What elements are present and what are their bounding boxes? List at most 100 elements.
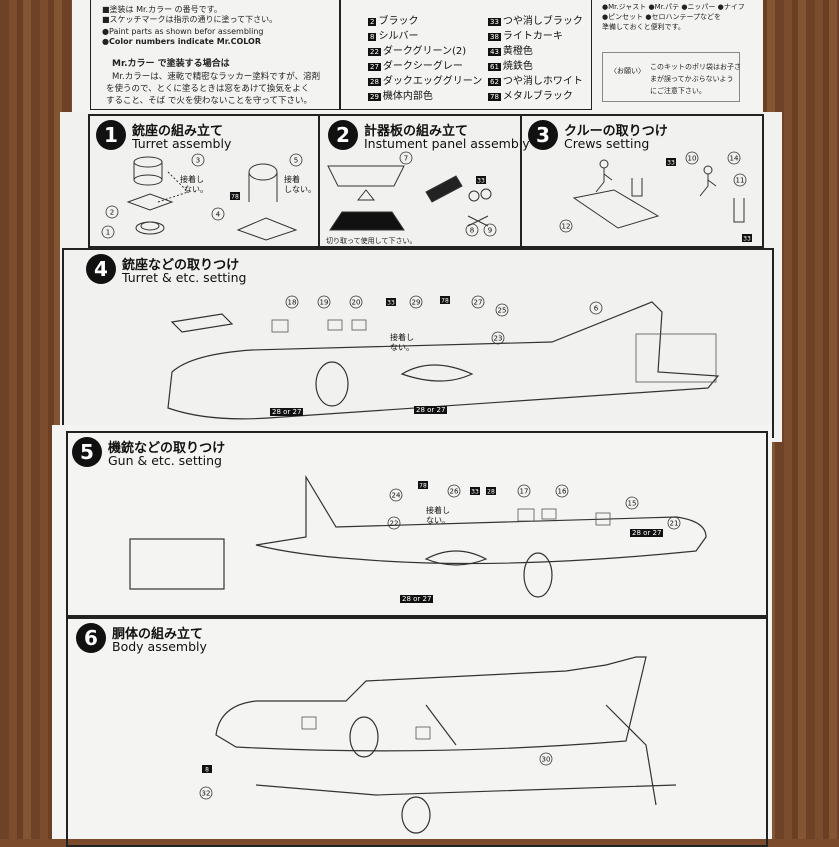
part-30-label: 30 [542, 756, 551, 764]
part-6-label: 6 [594, 305, 599, 313]
part-4-label: 4 [216, 211, 221, 219]
step-1-number: 1 [96, 120, 126, 150]
step-6-title-en: Body assembly [112, 639, 207, 654]
caution-line-1: このキットのポリ袋はお子さ [650, 63, 741, 71]
step-3-title-en: Crews setting [564, 136, 650, 151]
caution-title: 〈お願い〉 [610, 67, 645, 75]
color-tag-s4b: 28 or 27 [414, 406, 448, 414]
color-tag-s4a: 28 or 27 [270, 408, 304, 416]
glue-note-1b: ない。 [184, 185, 208, 194]
gun-setting-drawing: 24 22 26 17 16 15 21 78 33 28 接着し ない。 [129, 474, 707, 598]
part-11-label: 11 [736, 177, 745, 185]
part-78-label: 78 [231, 194, 239, 201]
part-16-label: 16 [558, 488, 567, 496]
part-1-label: 1 [106, 229, 110, 237]
instruction-sheet-bottom: 5 機銃などの取りつけ Gun & etc. setting 24 22 26 … [52, 425, 772, 847]
mrcolor-body-2: を使うので、とくに塗るときは窓をあけて換気をよく [106, 84, 310, 94]
step-2-number: 2 [328, 120, 358, 150]
step-4-title-en: Turret & etc. setting [122, 270, 247, 285]
step-6-number: 6 [76, 623, 106, 653]
step-2-title-jp: 計器板の組み立て [364, 124, 469, 139]
part-32-label: 32 [202, 790, 211, 798]
tools-line-2: ●ピンセット ●セロハンテープなどを [602, 13, 722, 21]
part-7-label: 7 [404, 155, 408, 163]
glue-note-1d: しない。 [284, 185, 316, 194]
note-line-2: ■スケッチマークは指示の通りに塗って下さい。 [102, 15, 278, 24]
note-line-4: ●Color numbers indicate Mr.COLOR [102, 37, 262, 46]
tools-line-3: 準備しておくと便利です。 [602, 23, 685, 31]
step-5-title-en: Gun & etc. setting [108, 453, 222, 468]
part-33a-label: 33 [667, 160, 675, 167]
step-3-number: 3 [528, 120, 558, 150]
part-22-label: 22 [390, 520, 399, 528]
step-1-title-jp: 銃座の組み立て [132, 124, 224, 139]
part-27-label: 27 [474, 299, 483, 307]
step-4-title-jp: 銃座などの取りつけ [122, 258, 240, 273]
mrcolor-title: Mr.カラー で塗装する場合は [112, 59, 230, 69]
caution-line-2: まが誤ってかぶらないよう [650, 75, 734, 83]
glue-note-1c: 接着 [284, 174, 300, 184]
part-12-label: 12 [562, 223, 571, 231]
part-33-label: 33 [477, 178, 485, 185]
tools-line-1: ●Mr.ジャスト ●Mr.パテ ●ニッパー ●ナイフ [602, 3, 745, 11]
part-2-label: 2 [110, 209, 114, 217]
part-18-label: 18 [288, 299, 297, 307]
part-10-label: 10 [688, 155, 697, 163]
glue-note-4b: ない。 [390, 343, 414, 352]
glue-note-5b: ない。 [426, 516, 450, 525]
paint-notes-box [90, 0, 340, 110]
part-24-label: 24 [392, 492, 401, 500]
color-chart-box [340, 0, 592, 110]
part-17-label: 17 [520, 488, 529, 496]
glue-note-5a: 接着し [426, 505, 450, 515]
mrcolor-body-3: すること、そば で火を使わないことを守って下さい。 [106, 96, 312, 106]
part-78-label-s4: 78 [441, 298, 449, 305]
color-tag-s5b: 28 or 27 [400, 595, 434, 603]
step-6-title-jp: 胴体の組み立て [112, 627, 204, 642]
step-2-title-en: Instument panel assembly [364, 136, 530, 151]
part-33-label-s4: 33 [387, 300, 395, 307]
instruction-sheet-middle: 1 銃座の組み立て Turret assembly 3 2 1 5 4 78 接… [60, 112, 782, 442]
part-33b-label: 33 [743, 236, 751, 243]
part-33-label-s5: 33 [471, 489, 479, 496]
step-3-title-jp: クルーの取りつけ [564, 124, 668, 139]
part-28-label-s5: 28 [487, 489, 495, 496]
part-15-label: 15 [628, 500, 637, 508]
part-78-label-s5: 78 [419, 483, 427, 490]
instruction-sheet-top: ■塗装は Mr.カラー の番号です。 ■スケッチマークは指示の通りに塗って下さい… [72, 0, 763, 118]
color-tag-s5a: 28 or 27 [630, 529, 664, 537]
caution-box [602, 52, 740, 102]
step-1-title-en: Turret assembly [132, 136, 232, 151]
instrument-panel-drawing: 7 8 9 33 [327, 151, 497, 237]
caution-line-3: にご注意下さい。 [650, 87, 706, 95]
step-3-panel [520, 114, 764, 248]
part-26-label: 26 [450, 488, 459, 496]
step-5-number: 5 [72, 437, 102, 467]
part-3-label: 3 [196, 157, 200, 165]
part-9-label: 9 [488, 227, 492, 235]
note-line-3: ●Paint parts as shown befor assembling [102, 27, 264, 36]
body-assembly-drawing: 32 30 8 [199, 656, 677, 834]
part-21-label: 21 [670, 520, 679, 528]
part-5-label: 5 [294, 157, 298, 165]
glue-note-1a: 接着し [180, 174, 204, 184]
step-5-title-jp: 機銃などの取りつけ [108, 441, 226, 456]
part-8-label-s6: 8 [205, 767, 209, 774]
part-23-label: 23 [494, 335, 503, 343]
step-4-number: 4 [86, 254, 116, 284]
part-25-label: 25 [498, 307, 507, 315]
part-20-label: 20 [352, 299, 361, 307]
cutout-note: 切り取って使用して下さい。 [326, 237, 417, 245]
note-line-1: ■塗装は Mr.カラー の番号です。 [102, 5, 222, 14]
